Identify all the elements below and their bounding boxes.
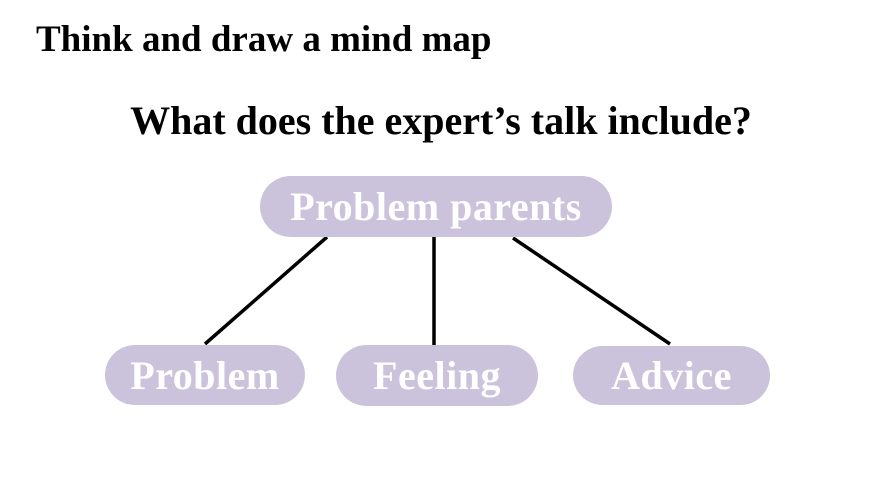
- page-title: Think and draw a mind map: [36, 19, 492, 60]
- mindmap-root-node: Problem parents: [260, 176, 612, 237]
- slide-question-subtitle: What does the expert’s talk include?: [130, 98, 752, 143]
- mindmap-child-node-problem: Problem: [105, 345, 305, 405]
- mindmap-child-node-advice: Advice: [573, 346, 770, 405]
- mindmap-connector: [512, 236, 671, 346]
- mindmap-child-node-feeling: Feeling: [336, 345, 538, 406]
- mindmap-connector: [203, 235, 329, 346]
